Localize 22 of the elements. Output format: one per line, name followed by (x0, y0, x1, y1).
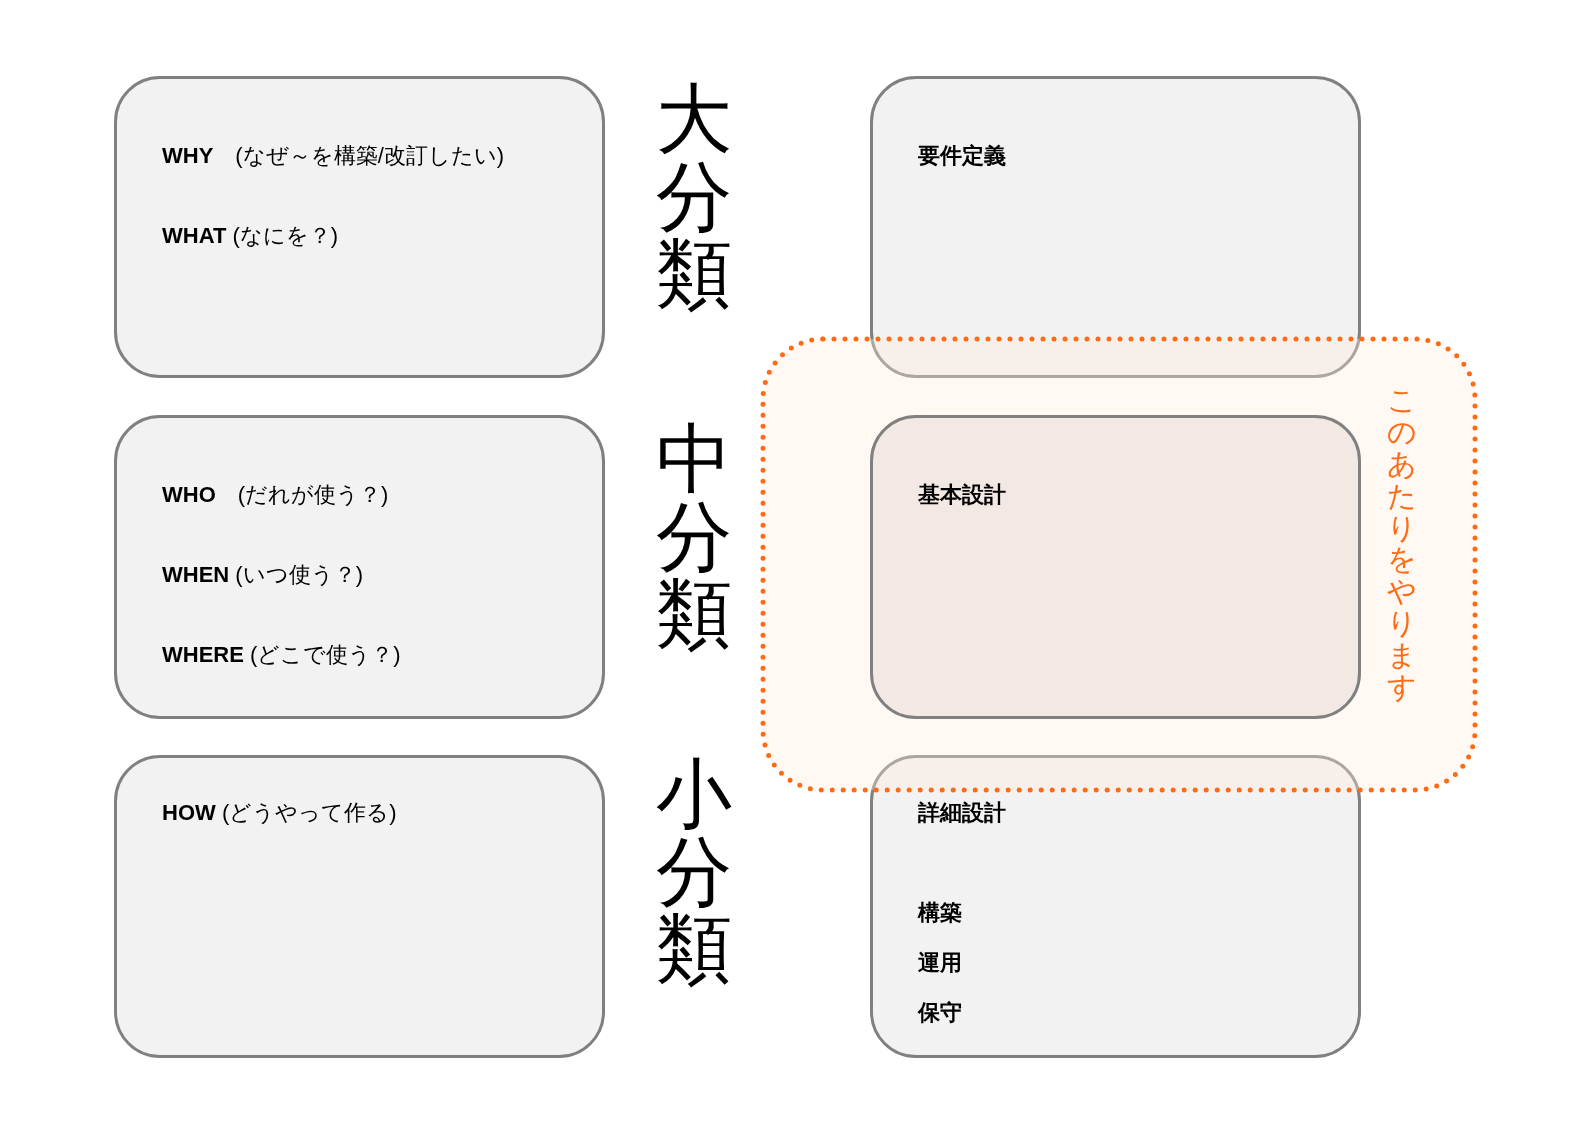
phase-label: 要件定義 (918, 142, 1006, 170)
category-card (870, 76, 1361, 378)
question-text: HOW (どうやって作る) (162, 799, 397, 827)
question-text: WHY (なぜ～を構築/改訂したい) (162, 142, 505, 170)
question-text: WHEN (いつ使う？) (162, 561, 363, 589)
question-text: WHO (だれが使う？) (162, 481, 389, 509)
category-card (870, 755, 1361, 1058)
category-card (114, 76, 605, 378)
phase-label: 基本設計 (918, 481, 1006, 509)
question-text: WHERE (どこで使う？) (162, 641, 401, 669)
phase-label: 保守 (918, 999, 962, 1027)
level-heading: 中分類 (656, 420, 732, 653)
phase-label: 運用 (918, 949, 962, 977)
level-heading: 小分類 (656, 755, 732, 988)
category-card (114, 415, 605, 719)
level-heading: 大分類 (656, 80, 732, 313)
phase-label: 詳細設計 (918, 799, 1006, 827)
note-text: このあたりをやります (1387, 385, 1416, 704)
category-card (114, 755, 605, 1058)
phase-label: 構築 (918, 899, 962, 927)
question-text: WHAT (なにを？) (162, 222, 339, 250)
category-card (870, 415, 1361, 719)
